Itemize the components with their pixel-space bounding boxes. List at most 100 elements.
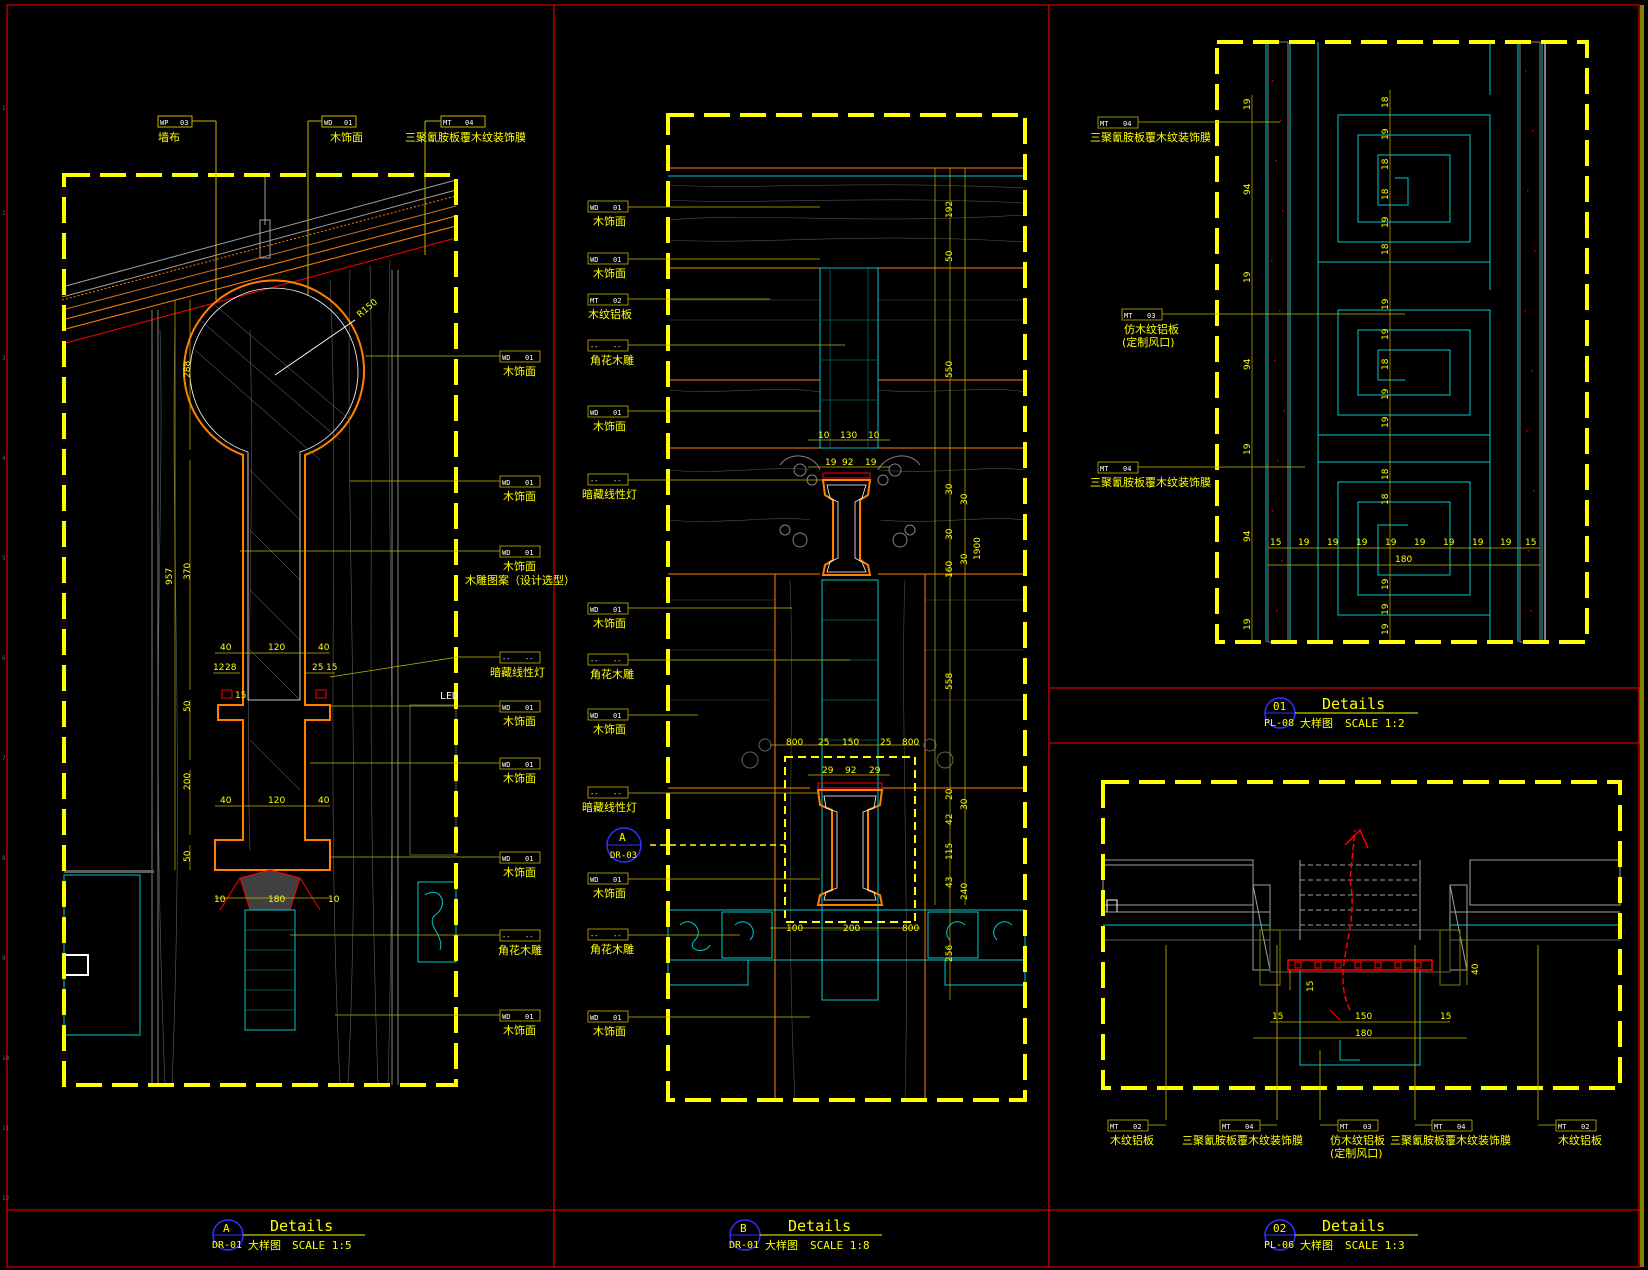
panel-a-ceiling (61, 179, 457, 345)
drawing-label: 木饰面 (593, 266, 626, 280)
led-a-left (221, 689, 233, 699)
drawing-label: -- (613, 343, 621, 351)
drawing-label: 120 (268, 796, 285, 806)
drawing-label: 木纹铝板 (588, 307, 632, 321)
drawing-label: WD (590, 256, 598, 264)
drawing-label: 暗藏线性灯 (582, 487, 637, 501)
panel-02-dims: 40 15 15 150 15 180 (1272, 963, 1481, 1039)
drawing-label: 12 (213, 663, 224, 673)
drawing-label: 94 (1243, 183, 1253, 195)
drawing-label: 19 (865, 458, 877, 468)
drawing-label: 15 (1440, 1012, 1451, 1022)
drawing-label: 大样图 (1300, 1238, 1333, 1252)
drawing-label: 18 (1381, 243, 1391, 255)
drawing-label: 40 (318, 643, 330, 653)
drawing-label: 180 (1395, 555, 1412, 565)
drawing-label: -- (613, 657, 621, 665)
drawing-label: 暗藏线性灯 (490, 665, 545, 679)
drawing-label: 三聚氰胺板覆木纹装饰膜 (1090, 130, 1211, 144)
panel-a-boards (151, 270, 399, 1085)
drawing-label: 01 (613, 256, 621, 264)
drawing-label: 木饰面 (593, 419, 626, 433)
drawing-label: 42 (945, 814, 955, 825)
drawing-label: 10 (2, 1055, 10, 1062)
drawing-label: 120 (268, 643, 285, 653)
drawing-label: MT (1222, 1123, 1231, 1131)
drawing-label: 10 (868, 431, 880, 441)
drawing-label: -- (525, 933, 533, 941)
drawing-label: 10 (328, 895, 340, 905)
drawing-label: 25 (880, 738, 891, 748)
drawing-label: 三聚氰胺板覆木纹装饰膜 (1182, 1133, 1303, 1147)
drawing-label: 50 (945, 250, 955, 262)
drawing-label: 19 (1243, 98, 1253, 110)
drawing-label: 木饰面 (593, 1024, 626, 1038)
drawing-label: 40 (220, 796, 232, 806)
drawing-label: 256 (945, 945, 955, 962)
drawing-label: 19 (1443, 538, 1455, 548)
drawing-label: 02 (1273, 1222, 1286, 1235)
drawing-label: 01 (613, 712, 621, 720)
drawing-label: 94 (1243, 530, 1253, 542)
drawing-label: -- (525, 655, 533, 663)
drawing-label: MT (1100, 465, 1109, 473)
panel-01-dims-inner: 18 19 18 18 19 18 19 19 18 19 19 18 18 1… (1381, 96, 1391, 635)
drawing-label: 288 (183, 361, 193, 378)
drawing-label: DR-03 (610, 851, 637, 861)
panel-01: 19 94 19 94 19 94 19 15 19 19 19 19 19 1… (1090, 40, 1589, 730)
drawing-label: 木饰面 (503, 865, 536, 879)
callout-a-2 (307, 115, 357, 295)
drawing-label: -- (613, 477, 621, 485)
panel-b-dims: 192 50 550 10 130 10 19 92 19 30 30 30 3… (786, 201, 983, 962)
drawing-label: 19 (825, 458, 837, 468)
drawing-label: 800 (902, 738, 919, 748)
drawing-label: WD (502, 354, 510, 362)
drawing-label: 角花木雕 (590, 353, 634, 367)
drawing-label: WD (590, 606, 598, 614)
drawing-label: 19 (1381, 623, 1391, 635)
drawing-label: 01 (1273, 700, 1286, 713)
drawing-label: 30 (945, 483, 955, 495)
panel-02-callout-leaders (1107, 945, 1597, 1132)
drawing-label: 50 (183, 700, 193, 712)
drawing-label: 19 (1472, 538, 1484, 548)
panel-b: 192 50 550 10 130 10 19 92 19 30 30 30 3… (582, 113, 1027, 1252)
drawing-label: 20 (945, 788, 955, 800)
drawing-label: MT (1110, 1123, 1119, 1131)
panel-a-carving-stripes (245, 929, 295, 1011)
drawing-label: 木饰面 (593, 722, 626, 736)
drawing-label: 25 (312, 663, 323, 673)
panel-a-corner-carving (417, 881, 457, 963)
drawing-label: 19 (1381, 388, 1391, 400)
drawing-label: MT (1434, 1123, 1443, 1131)
drawing-label: LED (440, 691, 458, 702)
drawing-label: B (740, 1222, 747, 1235)
drawing-label: 01 (525, 704, 533, 712)
drawing-label: -- (590, 932, 598, 940)
drawing-label: WD (502, 761, 510, 769)
drawing-label: 木纹铝板 (1558, 1133, 1602, 1147)
drawing-label: WD (502, 1013, 510, 1021)
panel-02-viewport (1101, 780, 1622, 1090)
drawing-label: WD (502, 479, 510, 487)
drawing-label: PL-06 (1264, 1240, 1294, 1251)
drawing-label: 30 (945, 528, 955, 540)
drawing-label: 02 (1133, 1123, 1141, 1131)
drawing-label: 19 (1381, 328, 1391, 340)
drawing-label: MT (1558, 1123, 1567, 1131)
drawing-label: 7 (2, 755, 6, 762)
drawing-label: WD (502, 855, 510, 863)
drawing-label: 19 (1381, 578, 1391, 590)
drawing-label: 04 (1123, 120, 1131, 128)
drawing-label: 19 (1356, 538, 1368, 548)
drawing-label: 大样图 (765, 1238, 798, 1252)
drawing-label: 558 (945, 673, 955, 690)
drawing-label: 01 (525, 761, 533, 769)
drawing-label: 11 (2, 1125, 10, 1132)
drawing-label: WD (324, 119, 332, 127)
drawing-label: A (223, 1222, 230, 1235)
drawing-label: R150 (356, 297, 381, 320)
drawing-label: 9 (2, 955, 6, 962)
panel-b-fixture-2 (741, 738, 954, 923)
